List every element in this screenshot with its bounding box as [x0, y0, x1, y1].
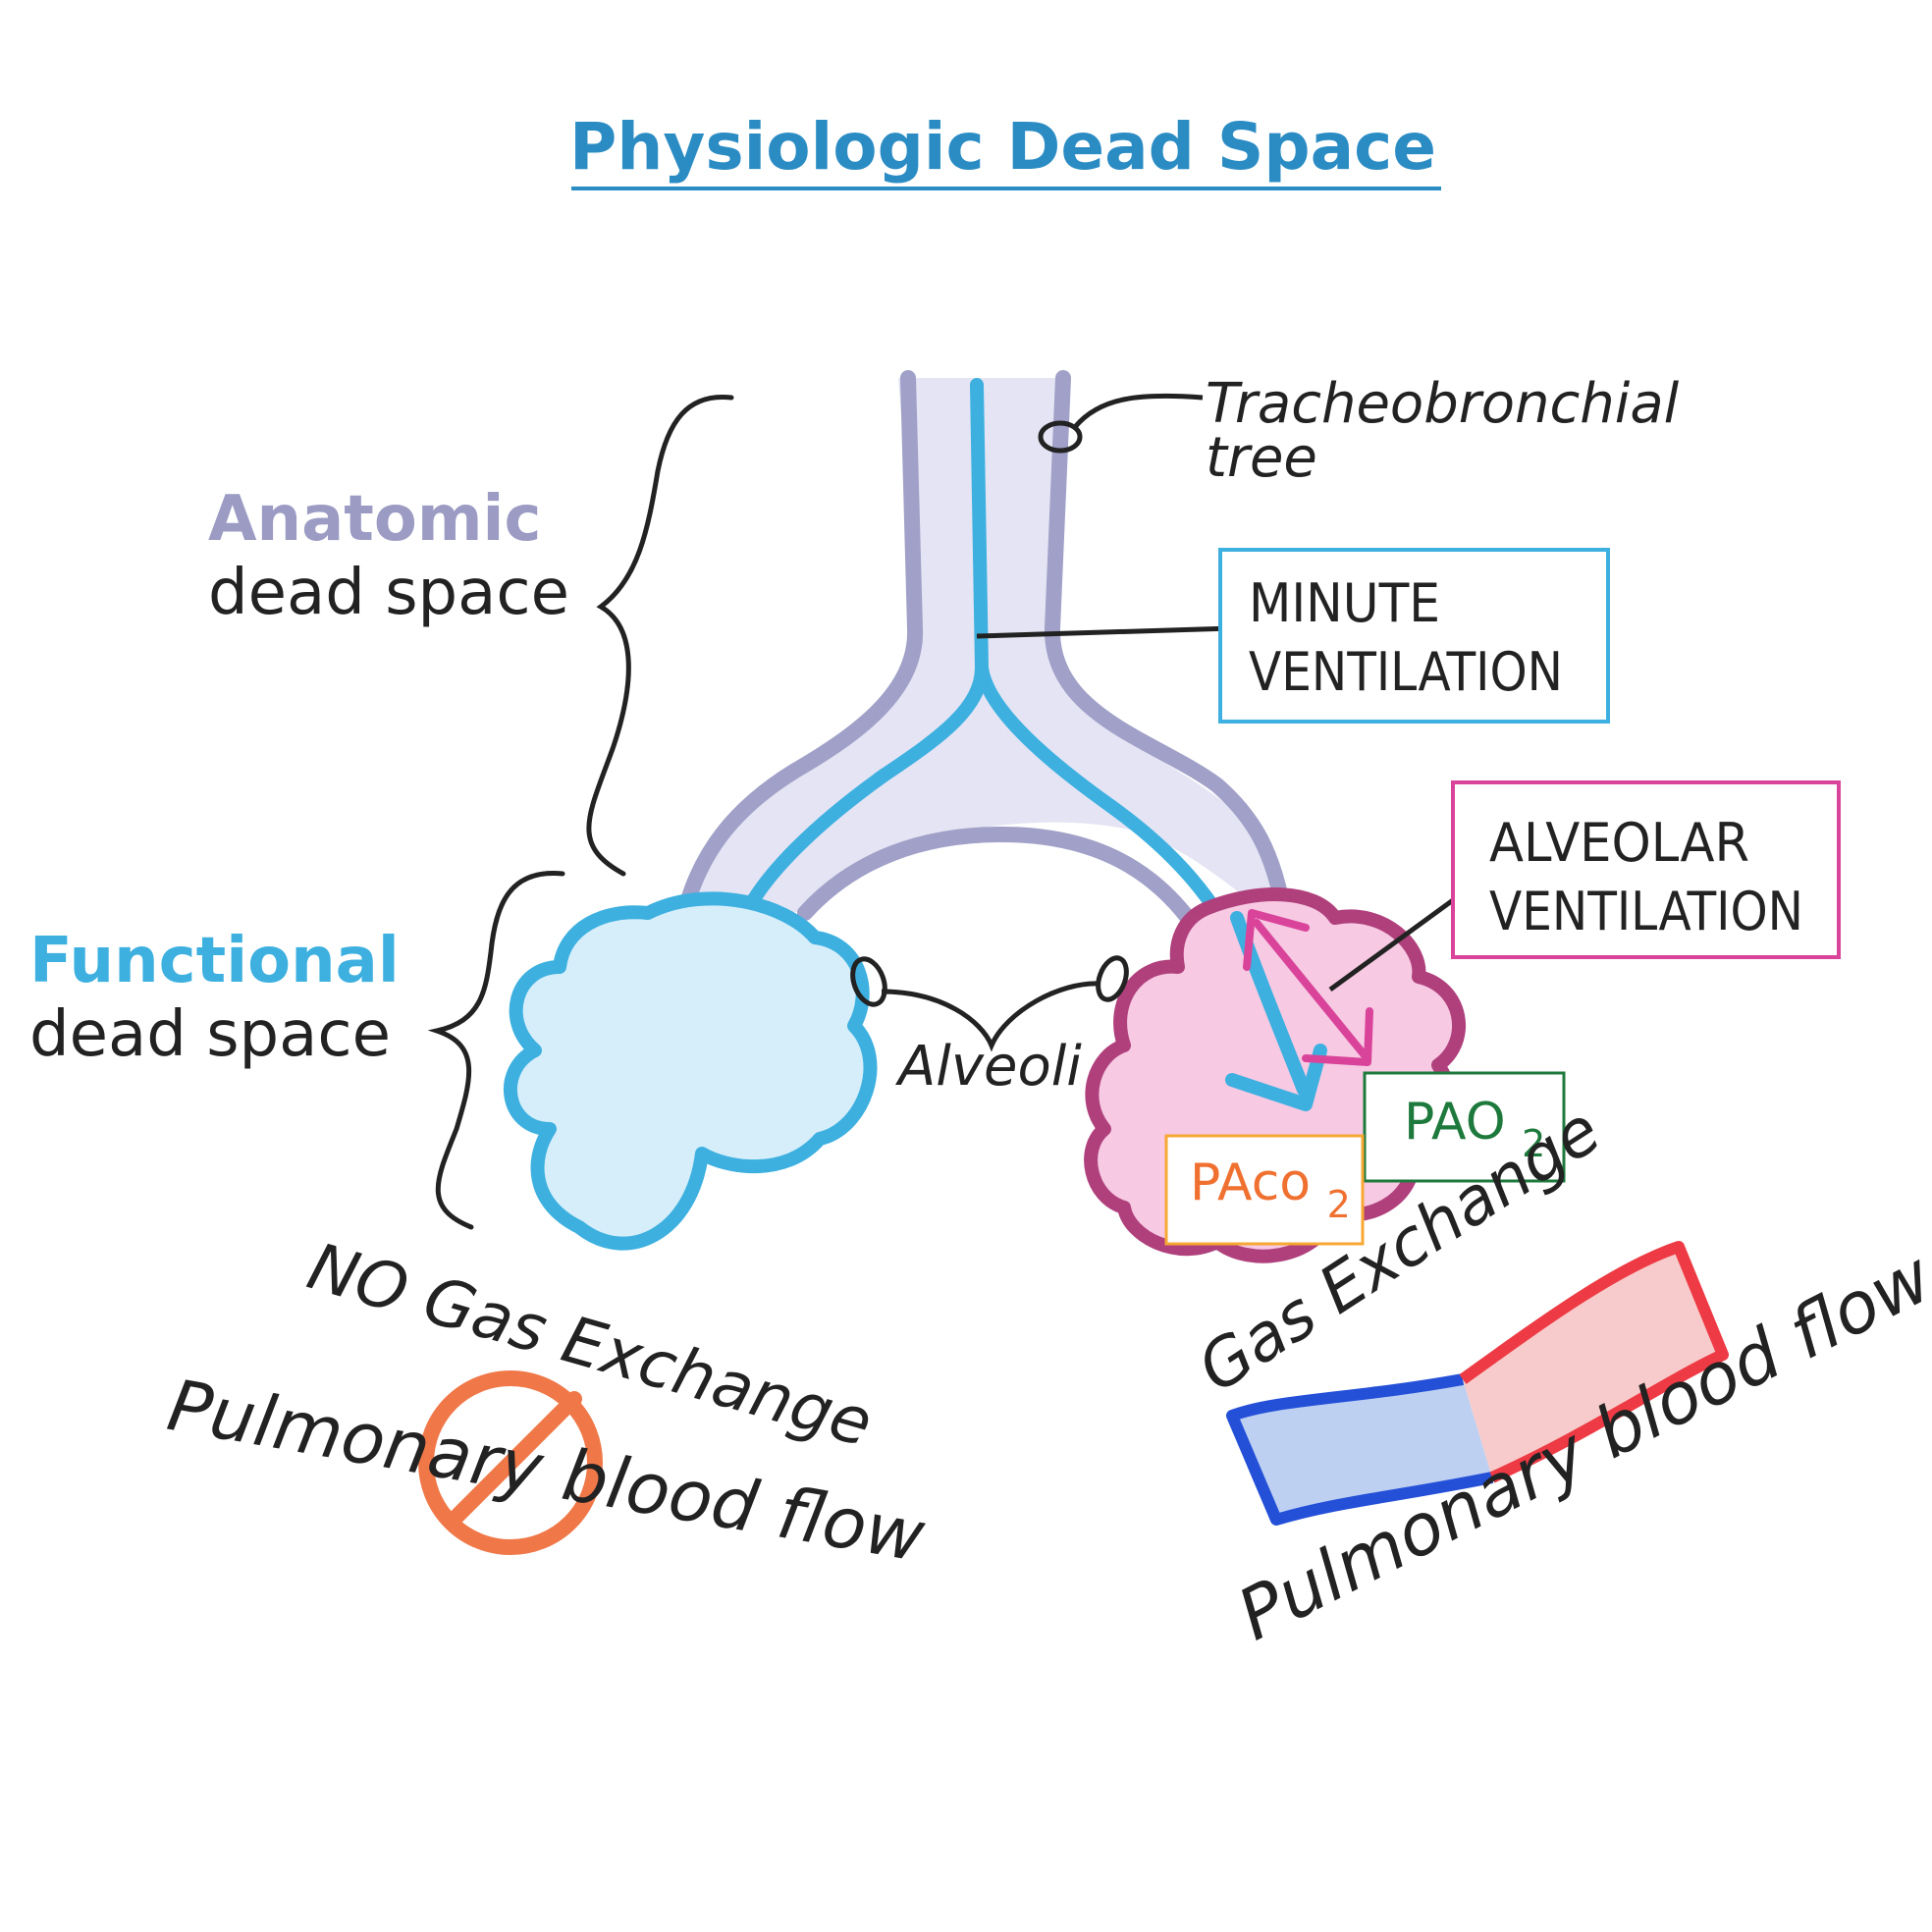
paco2-subscript: 2 [1327, 1183, 1351, 1226]
dead-space-alveolus [504, 891, 878, 1251]
pulmonary-blood-vessel [1226, 1241, 1729, 1526]
functional-brace [427, 871, 565, 1230]
pao2-main: PAO [1404, 1093, 1506, 1152]
alveolar-ventilation-line2: VENTILATION [1489, 881, 1803, 942]
diagram-title: Physiologic Dead Space [569, 109, 1436, 185]
functional-label: Functional [29, 925, 400, 997]
paco2-label: PAco 2 [1190, 1154, 1351, 1226]
alveoli-callout-left-ring [850, 956, 887, 1007]
prohibited-icon [418, 1370, 603, 1555]
pao2-box [1363, 1071, 1566, 1183]
alveoli-callout-line [881, 981, 1100, 1052]
anatomic-brace [586, 394, 734, 877]
anatomic-dead-space-label: dead space [208, 557, 569, 629]
functional-dead-space-label: dead space [29, 998, 391, 1071]
anatomic-label: Anatomic [208, 483, 541, 556]
pao2-subscript: 2 [1522, 1122, 1545, 1165]
minute-ventilation-box [1218, 548, 1610, 724]
trachea-callout-ring [1038, 420, 1083, 454]
minute-ventilation-line1: MINUTE [1249, 572, 1440, 634]
alveoli-callout-right-ring [1096, 955, 1129, 1002]
trachea-label-line1: Tracheobronchial [1206, 372, 1680, 436]
trachea-callout-line [1073, 393, 1204, 429]
alveolar-exchange-arrow [1243, 909, 1373, 1066]
minute-ventilation-line2: VENTILATION [1249, 641, 1563, 703]
paco2-main: PAco [1190, 1154, 1311, 1212]
paco2-box [1164, 1134, 1365, 1246]
pao2-label: PAO 2 [1404, 1093, 1545, 1165]
trachea-label-line2: tree [1206, 426, 1317, 490]
alveolar-ventilation-line1: ALVEOLAR [1489, 812, 1749, 874]
alveolar-ventilation-box [1451, 780, 1841, 959]
alveoli-label: Alveoli [895, 1035, 1082, 1099]
minute-ventilation-pointer [976, 625, 1233, 639]
